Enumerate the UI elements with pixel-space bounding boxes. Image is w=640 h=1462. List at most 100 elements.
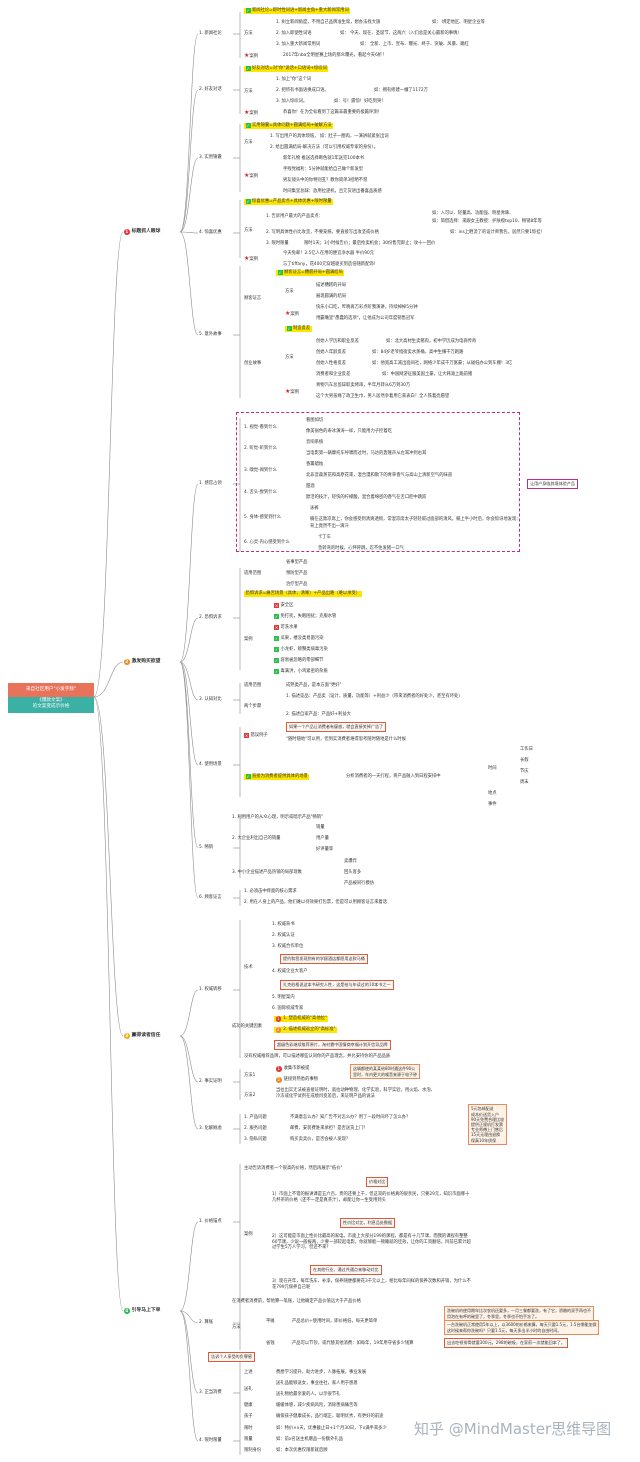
- section-4-label: 引导马上下单: [131, 1308, 161, 1313]
- s3-authority-m2: 2. 权威认证: [272, 933, 295, 938]
- s2-contrast[interactable]: 3. 认知对比: [199, 697, 222, 702]
- case-label: 案例: [249, 174, 258, 179]
- s4-limit-m3: 限制身份: [244, 1448, 262, 1453]
- s2-bestseller-c1a: 销量: [316, 825, 325, 830]
- s1-news[interactable]: 1. 新闻社论: [199, 31, 222, 36]
- s2-fear-formula: 恐惧诉求=痛苦场景（具体，清晰）+产品出路（难以承受）: [244, 591, 362, 597]
- s2-sense-2-a: 音响系统: [306, 440, 324, 445]
- s2-testimony-m2: 2. 用在人身上的产品，他们难以待效果打包票，但是可以用顾客证言来着话: [244, 900, 387, 905]
- s1-discount[interactable]: 4. 惊喜优惠: [199, 230, 222, 235]
- s1-discount-c3: 如：ins上晒流了的设计师我包，居然只要1惊挂！: [450, 230, 545, 235]
- star-icon: ★: [285, 310, 291, 317]
- s1-useful-case1: 新年礼物 推送选择断色就1年送完100本书: [283, 156, 365, 161]
- s1-friend-method: 方法: [244, 89, 253, 94]
- s1-story-testimony-m2: 展现圆满的结局: [316, 294, 347, 299]
- s4-limit[interactable]: 4. 限时限量: [199, 1438, 222, 1443]
- star-icon: ★: [285, 388, 291, 395]
- s4-justify-c1: 费想学习提升，助力进步，人脉拓展，事业发展: [276, 1370, 367, 1375]
- number-1-icon: 1: [124, 229, 130, 235]
- s1-story[interactable]: 5. 意外故事: [199, 332, 222, 337]
- s1-useful-method: 方法: [244, 140, 253, 145]
- s1-discount-case: ★案例: [244, 256, 258, 263]
- s3-concern-m3: 3. 隐私问题: [244, 1137, 267, 1142]
- case-label: 案例: [249, 111, 258, 116]
- s2-fear-scope-1: 省事型产品: [286, 560, 308, 565]
- s3-authority-key: 成功的关键因素: [232, 1024, 263, 1029]
- s4-calc[interactable]: 2. 算账: [199, 1320, 214, 1325]
- s2-contrast-step2: 2. 描述自家产品：产品好+利益大: [286, 712, 351, 717]
- s3-authority-m3: 3. 权威合作单位: [272, 944, 304, 949]
- s2-fear-case-7: ✓毒满洪，小鸡紧密的杂质: [274, 669, 328, 675]
- s3-authority-m4: 4. 权威企业大客户: [272, 969, 308, 974]
- number-2-icon: 2: [276, 1077, 282, 1083]
- s1-story-founder[interactable]: 创业故事: [244, 361, 262, 366]
- check-icon: ✓: [274, 647, 279, 652]
- s2-scene-bad-label: 错误例子: [250, 733, 268, 738]
- s1-useful-formula: ✓实用锦囊=具体问题+圆满结局+破解方法: [244, 123, 334, 129]
- s1-friend-c1: 如：拥有修建一幢了1172万: [374, 88, 428, 93]
- s1-story-founder-m1: 创始人学历和职业反差: [316, 339, 359, 344]
- case-label: 案例: [249, 54, 258, 59]
- s1-news-c3: 如： 全新、上市、宣布、曝光、终于、突破、风暴、踢红: [360, 42, 469, 47]
- s1-discount-c4: 限时1天；3小时候告价；最后抢卖机会；30份售完即止；攻十一回价: [304, 241, 436, 246]
- check-icon: ✓: [274, 669, 279, 674]
- s4-limit-c1: 如：特价×x天，优惠截止日+1个月30日，下x满手来多少: [276, 1426, 387, 1431]
- check-icon: ✓: [286, 326, 292, 331]
- s1-discount-case1: 今天免邮！2.5亿人在用的便宜净水器 半价90元: [283, 251, 375, 256]
- s2-scene-bad-text: "随时随地"可以用，但到实消费者难得思考随时随地是什么时候: [286, 737, 406, 742]
- s4-justify-m4: 孩子: [244, 1414, 253, 1419]
- section-2-label: 激发购买欲望: [131, 659, 161, 664]
- x-icon: ✕: [244, 733, 249, 738]
- s3-fact[interactable]: 2. 事实证明: [199, 1079, 222, 1084]
- s2-fear-case-4: ✓瓜果，楼没类易菌污染: [274, 636, 323, 642]
- s1-story-founder-formula: ✓制造反差: [285, 326, 312, 332]
- s1-story-founder-m2: 创始人年龄反差: [316, 350, 347, 355]
- root-book-title-line1: 《爆款文案》: [37, 698, 65, 704]
- s1-story-founder-c4: 如：中国网游征服美国土豪，让大韩滩上跪前猪: [382, 372, 473, 377]
- s2-contrast-scope: 适用范围: [244, 683, 262, 688]
- s1-story-testimony[interactable]: 顾客证言: [244, 296, 262, 301]
- s3-authority-key-2-text: 2. 描述权威返立的"高标准": [283, 1027, 336, 1032]
- s1-useful[interactable]: 3. 实用锦囊: [199, 155, 222, 160]
- x-icon: ✕: [274, 625, 279, 630]
- check-icon: ✓: [274, 636, 279, 641]
- s2-fear-scope-3: 治疗型产品: [286, 582, 308, 587]
- s1-friend-m2: 2. 把所有书面语换成口语。: [276, 88, 329, 93]
- s1-friend-formula: ✓好友对话=对"你"说话+口语词+惊叹词: [244, 66, 329, 72]
- check-icon: ✓: [245, 123, 251, 128]
- s1-discount-formula-text: 惊喜优惠=产品卖点+具体优惠+限时限量: [252, 199, 332, 204]
- s3-authority-none: 没有权威推荐品牌，可以描述哪些认同你的产品理念，并允安持你的产品品质: [244, 1054, 391, 1059]
- s2-testimony[interactable]: 6. 顾客证言: [199, 895, 222, 900]
- s3-concern-c2: 邮费、安装费谁来承担？是否送货上门？: [290, 1126, 368, 1131]
- s3-authority[interactable]: 1. 权威转移: [199, 987, 222, 992]
- s2-bestseller-c1c: 好评量等: [316, 847, 334, 852]
- s2-bestseller[interactable]: 5. 畅销: [199, 845, 214, 850]
- s3-authority-box2: 扎克伯格说这本书研究人性，这是给与年读过的10本书之一: [280, 980, 394, 990]
- s4-anchor-top: 主动告诉消费者一个很高的价格，然后再展示"低价": [244, 1166, 343, 1171]
- s1-friend[interactable]: 2. 好友对话: [199, 87, 222, 92]
- s2-scene-place: 地点: [488, 791, 497, 796]
- s2-scene[interactable]: 4. 使用场景: [199, 762, 222, 767]
- s2-bestseller-c2b: 回头客多: [344, 870, 362, 875]
- x-icon: ✕: [274, 603, 279, 608]
- s2-sense-3-a: 香薰蜡烛: [306, 462, 324, 467]
- s2-contrast-steps: 两个步骤: [244, 704, 262, 709]
- s1-story-founder-case: ★案例: [285, 389, 299, 396]
- s2-senses[interactable]: 1. 感官占领: [199, 481, 222, 486]
- s1-friend-c2: 如：号！震惊！好吃到哭！: [334, 99, 386, 104]
- s1-discount-m1: 1. 告诉用户最大的产品卖点：: [266, 214, 324, 219]
- s1-story-founder-c1: 如：北大高材生卖猪肉，初中学历成为电商传奇: [386, 339, 477, 344]
- s4-justify[interactable]: 3. 正当消费: [199, 1390, 222, 1395]
- s3-concern[interactable]: 3. 化解顾虑: [199, 1126, 222, 1131]
- s1-story-testimony-formula: ✓顾客证言=糟糕开局+圆满结局: [276, 270, 345, 276]
- s2-testimony-m1: 1. 必须击中痒面的核心需求: [244, 889, 297, 894]
- s1-story-testimony-m1: 描述糟糕的开局: [316, 283, 347, 288]
- s2-fear[interactable]: 2. 恐惧诉求: [199, 615, 222, 620]
- s4-anchor[interactable]: 1. 价格锚点: [199, 1219, 222, 1224]
- s4-anchor-case2: 2）这可能是市面上性价比最高的家电。市面上大部分199的课程，都是有十几节课，而…: [272, 1234, 471, 1251]
